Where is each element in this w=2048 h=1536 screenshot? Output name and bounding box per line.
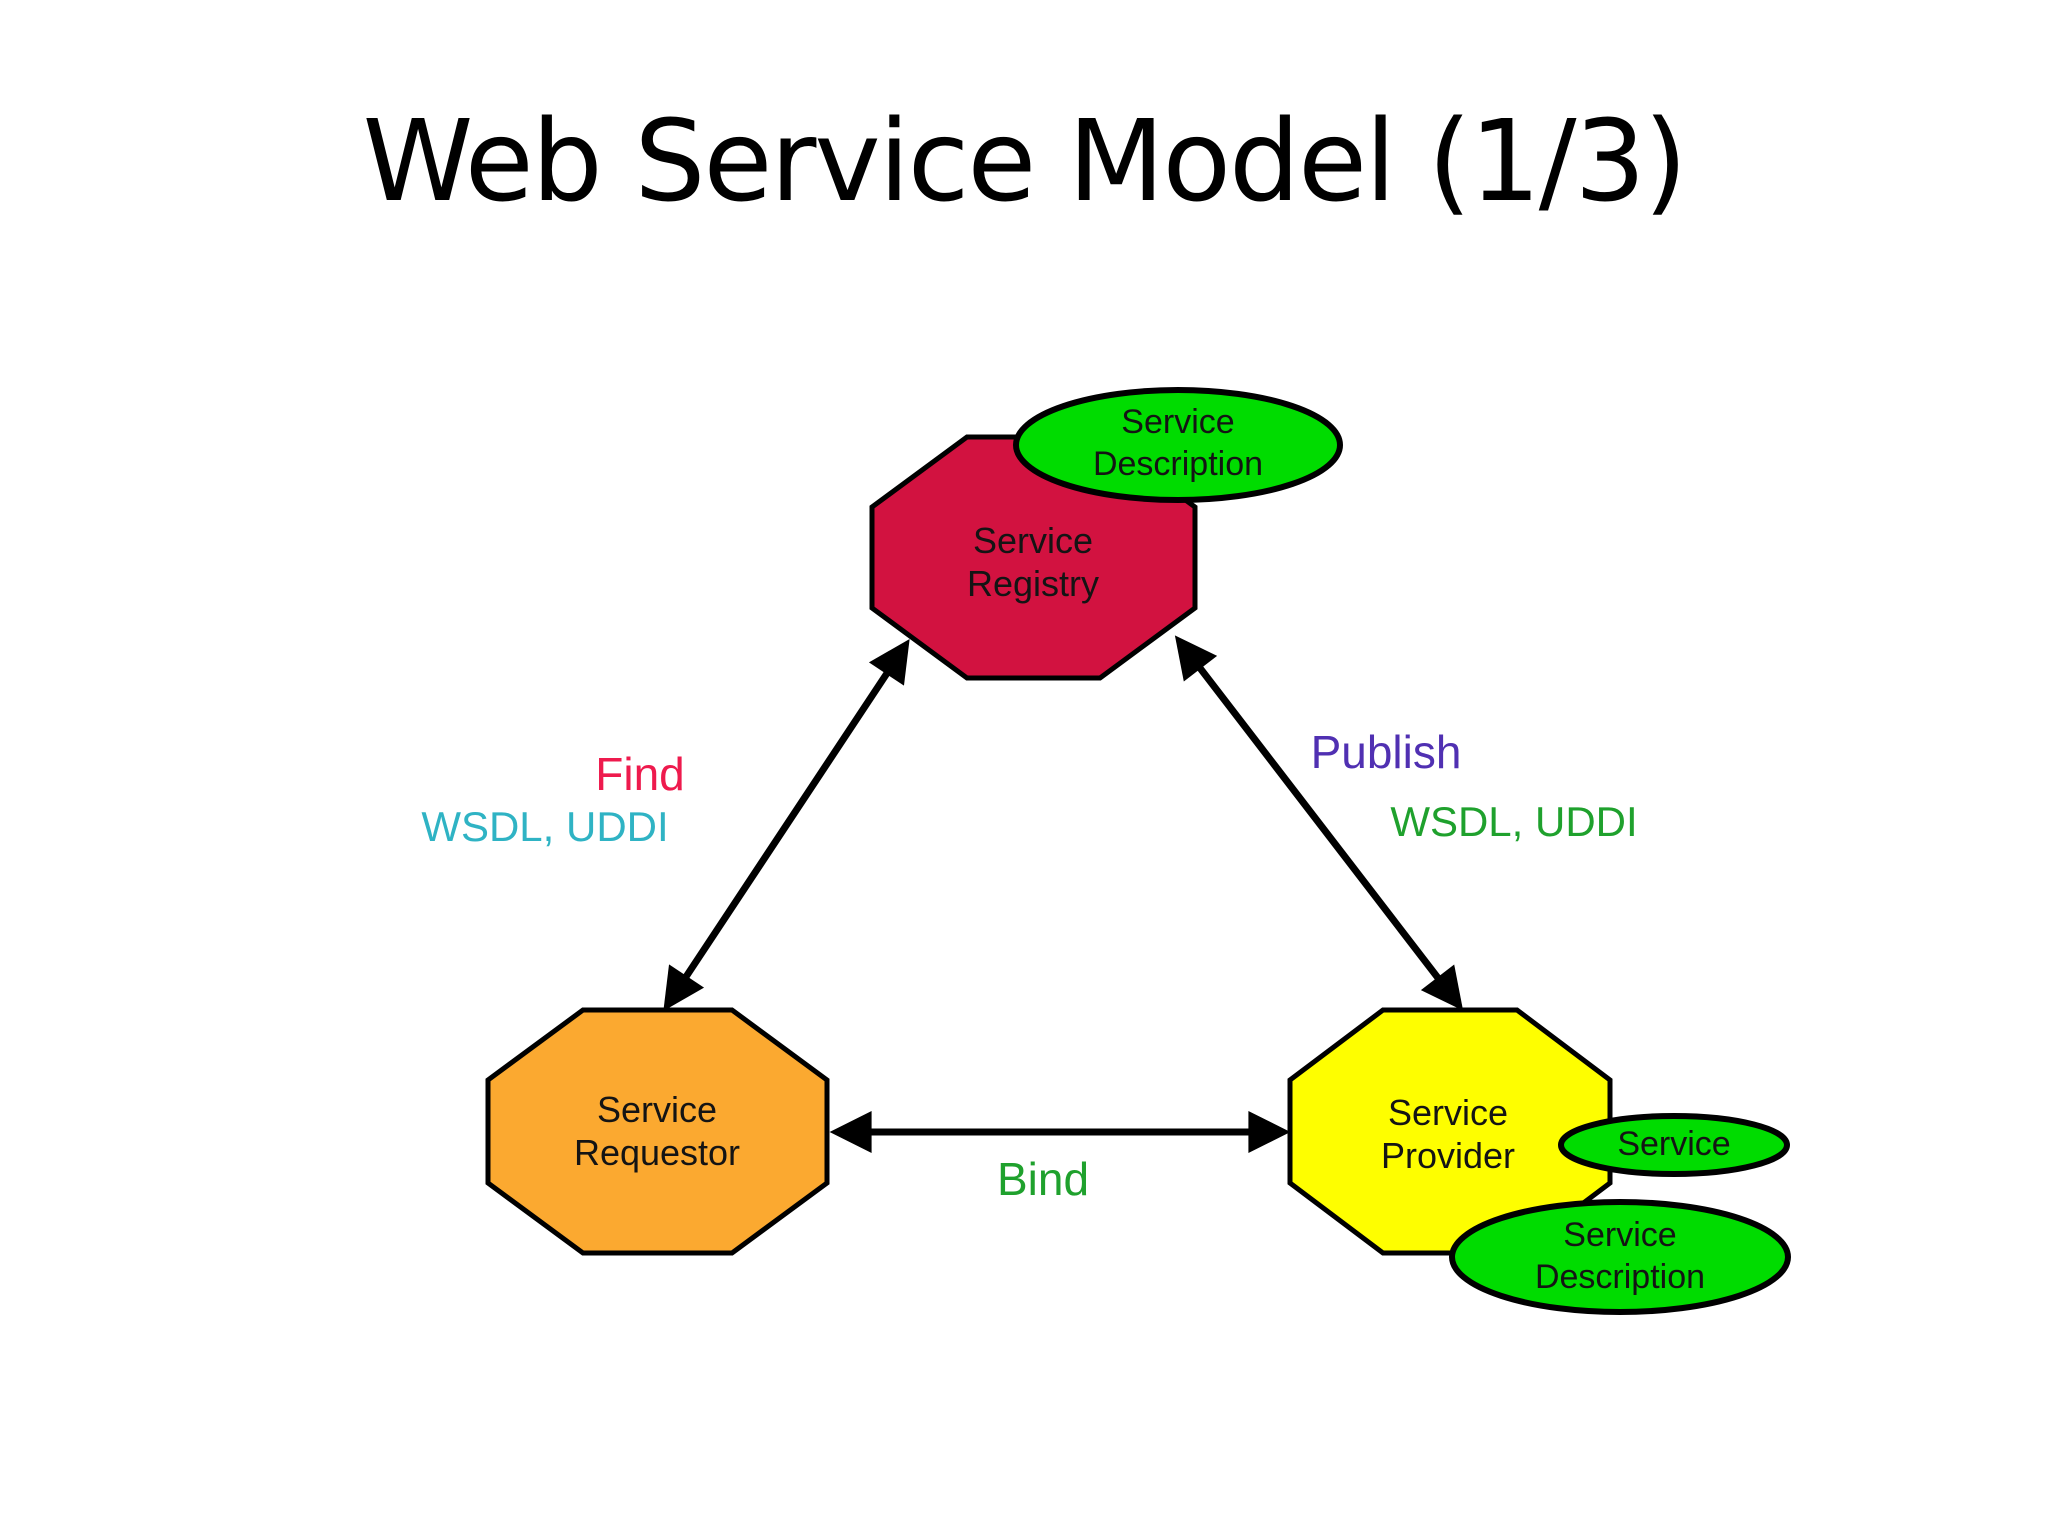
publish-arrow <box>1174 635 1464 1011</box>
service-provider-label: Service Provider <box>1380 1092 1516 1176</box>
service-requestor-octagon <box>485 1007 830 1256</box>
service-description-bottom-ellipse <box>1449 1199 1791 1315</box>
publish-label: Publish <box>1310 726 1462 778</box>
service-label: Service <box>1617 1125 1731 1163</box>
service-description-top-label: Service Description <box>1092 403 1264 483</box>
service-requestor-label: Service Requestor <box>573 1089 741 1173</box>
service-registry-label: Service Registry <box>966 520 1100 604</box>
find-wsdl-uddi-label: WSDL, UDDI <box>421 803 669 850</box>
service-description-top-ellipse <box>1013 387 1343 503</box>
publish-wsdl-uddi-label: WSDL, UDDI <box>1390 798 1638 845</box>
service-ellipse <box>1558 1113 1790 1177</box>
slide-title: Web Service Model (1/3) <box>362 97 1688 227</box>
bind-label: Bind <box>996 1153 1090 1205</box>
find-arrow <box>663 638 910 1012</box>
find-label: Find <box>595 748 685 800</box>
service-description-bottom-label: Service Description <box>1534 1216 1706 1296</box>
